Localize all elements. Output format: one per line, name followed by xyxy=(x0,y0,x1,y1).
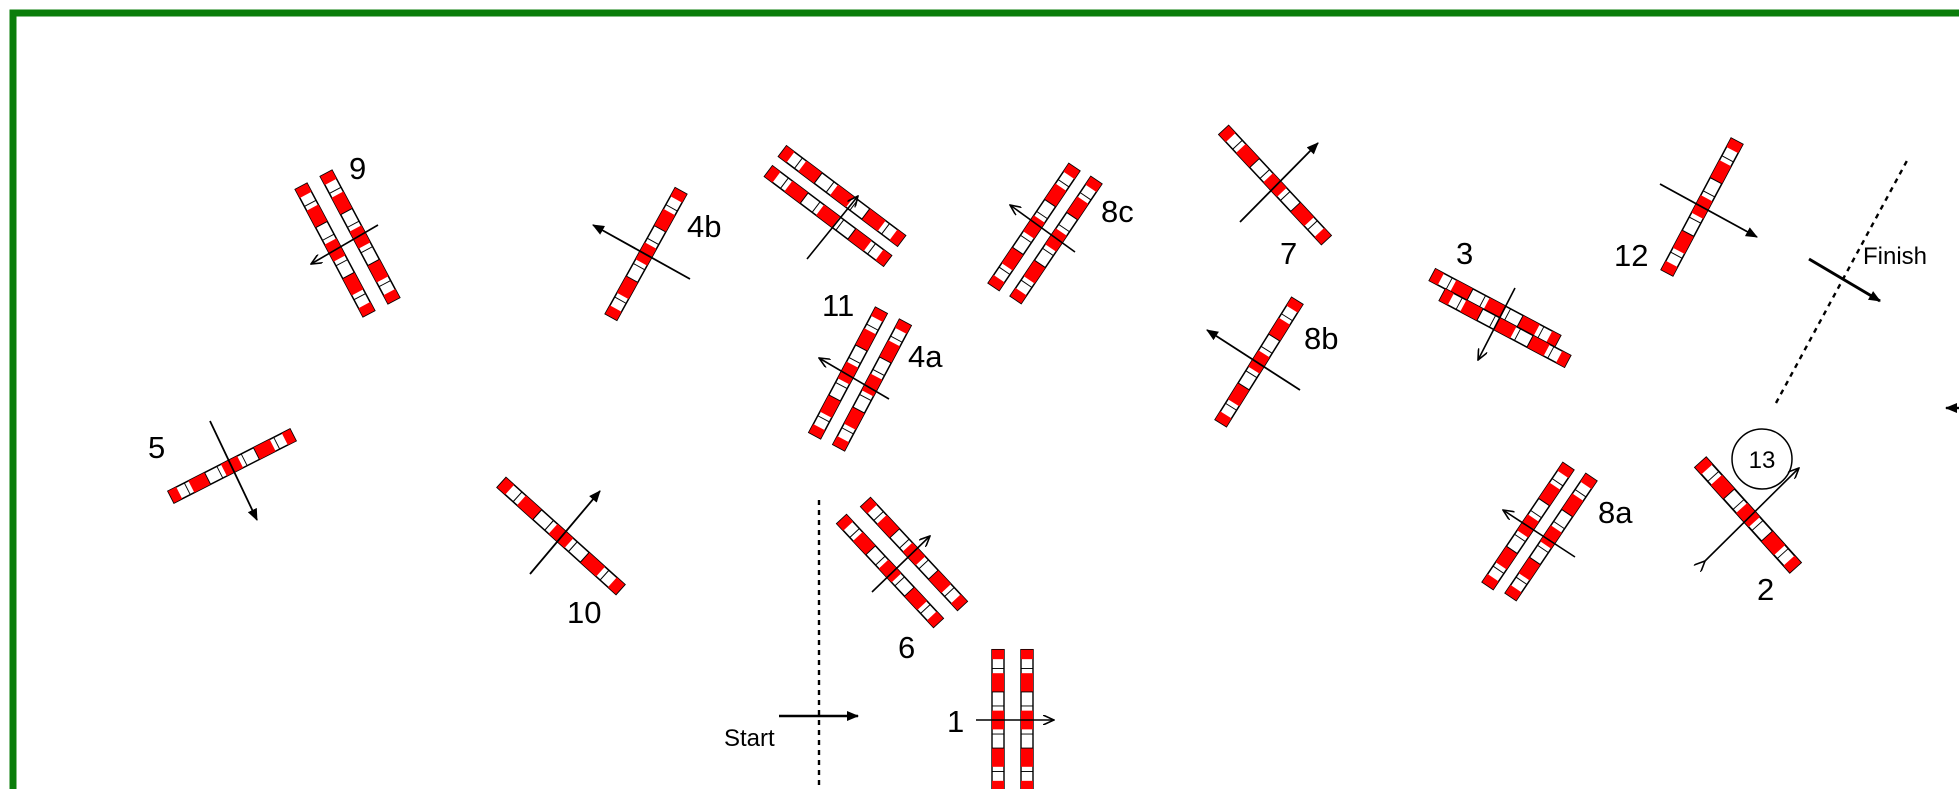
fence-11: 11 xyxy=(763,145,907,323)
fence-11-label: 11 xyxy=(822,288,854,323)
fence-10: 10 xyxy=(496,476,626,630)
start-line: Start xyxy=(724,500,859,789)
fence-9-direction-arrow-icon xyxy=(311,224,379,264)
fence-5-label: 5 xyxy=(148,430,165,465)
fence-13-marker: 13 xyxy=(1731,428,1793,490)
fence-10-label: 10 xyxy=(567,595,601,630)
fence-6: 6 xyxy=(836,496,968,665)
fence-4a: 4a xyxy=(808,306,943,452)
start-label: Start xyxy=(724,725,775,752)
fence-7-direction-arrow-icon xyxy=(1239,142,1319,223)
fence-4b-label: 4b xyxy=(687,209,721,244)
fence-8a-label: 8a xyxy=(1598,495,1633,530)
fence-13-label: 13 xyxy=(1749,447,1776,474)
fence-12: 12 xyxy=(1614,137,1758,277)
fence-6-direction-arrow-icon xyxy=(871,536,930,593)
fence-11-direction-arrow-icon xyxy=(806,196,858,260)
fence-8b-label: 8b xyxy=(1304,321,1338,356)
fence-9: 9 xyxy=(294,151,401,318)
fence-4b-direction-arrow-icon xyxy=(592,224,691,280)
fence-5: 5 xyxy=(148,420,297,521)
fence-8c: 8c xyxy=(987,162,1134,305)
fence-8c-label: 8c xyxy=(1101,194,1134,229)
finish-label: Finish xyxy=(1863,243,1927,270)
finish-line: Finish xyxy=(1774,156,1927,404)
fence-10-direction-arrow-icon xyxy=(529,490,601,575)
fence-4b: 4b xyxy=(592,187,721,321)
fence-4a-direction-arrow-icon xyxy=(819,358,890,400)
fence-8b-direction-arrow-icon xyxy=(1206,329,1301,391)
fence-4a-label: 4a xyxy=(908,339,943,374)
fence-7: 7 xyxy=(1218,124,1332,271)
fence-3-label: 3 xyxy=(1456,236,1473,271)
finish-arrow-icon xyxy=(1808,257,1881,303)
fence-1: 1 xyxy=(947,648,1054,789)
arena-border xyxy=(9,9,1959,789)
fence-8c-direction-arrow-icon xyxy=(1010,205,1076,253)
fence-5-direction-arrow-icon xyxy=(209,420,258,521)
fence-2: 2 xyxy=(1695,456,1802,607)
fence-3: 3 xyxy=(1428,236,1572,368)
fence-7-label: 7 xyxy=(1280,236,1297,271)
fence-6-label: 6 xyxy=(898,630,915,665)
fence-12-label: 12 xyxy=(1614,238,1648,273)
fence-8a: 8a xyxy=(1481,461,1633,602)
fence-8b: 8b xyxy=(1206,296,1338,428)
fence-1-label: 1 xyxy=(947,704,964,739)
fence-9-label: 9 xyxy=(349,151,366,186)
fence-2-label: 2 xyxy=(1757,572,1774,607)
fence-8a-direction-arrow-icon xyxy=(1503,510,1576,558)
fence-2-direction-arrow-icon xyxy=(1705,468,1799,561)
fence-12-direction-arrow-icon xyxy=(1659,183,1758,238)
fence-3-direction-arrow-icon xyxy=(1478,287,1516,360)
